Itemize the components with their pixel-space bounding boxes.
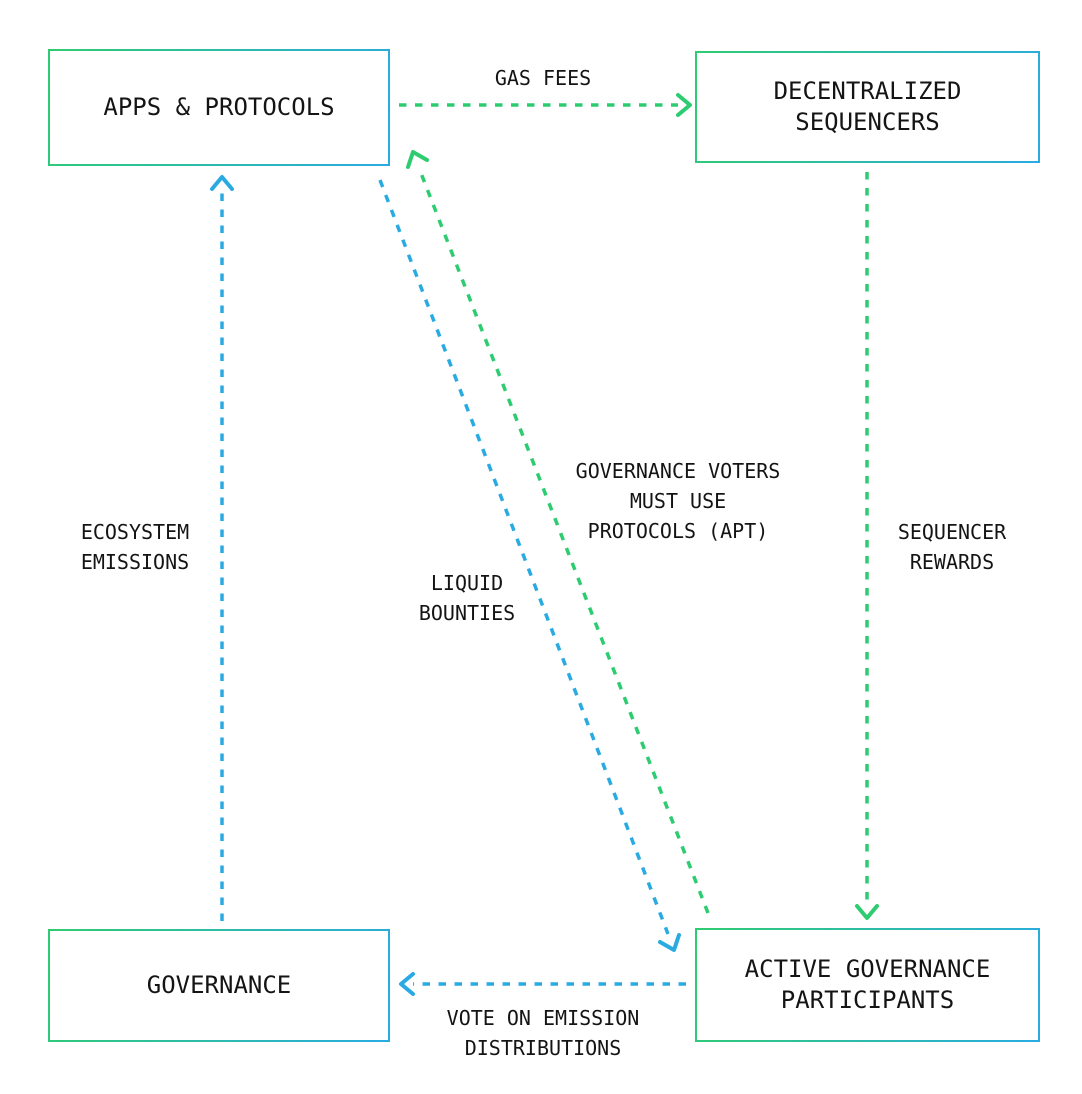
arrowhead-down-right-icon (658, 933, 681, 952)
edge-label-vote-on-emission: VOTE ON EMISSION DISTRIBUTIONS (446, 1006, 640, 1060)
arrowhead-up-left-icon (406, 150, 429, 169)
node-governance: GOVERNANCE (48, 929, 390, 1042)
arrowhead-left-icon (399, 972, 415, 996)
arrow-liquid-bounties (378, 179, 681, 952)
arrow-vote-on-emission (399, 972, 686, 996)
edge-label-gas-fees: GAS FEES (494, 66, 592, 90)
edge-label-liquid-bounties: LIQUID BOUNTIES (418, 571, 516, 625)
arrow-ecosystem-emissions (210, 175, 234, 921)
arrowhead-up-icon (210, 175, 234, 191)
edge-label-governance-voters: GOVERNANCE VOTERS MUST USE PROTOCOLS (AP… (575, 459, 781, 543)
arrow-gas-fees (399, 93, 692, 117)
node-apps-protocols: APPS & PROTOCOLS (48, 49, 390, 166)
node-decentralized-sequencers: DECENTRALIZED SEQUENCERS (695, 51, 1040, 163)
edge-label-ecosystem-emissions: ECOSYSTEM EMISSIONS (80, 520, 190, 574)
edge-label-sequencer-rewards: SEQUENCER REWARDS (897, 520, 1007, 574)
arrowhead-down-icon (855, 904, 879, 920)
arrow-sequencer-rewards (855, 172, 879, 920)
arrowhead-right-icon (676, 93, 692, 117)
node-active-governance-participants: ACTIVE GOVERNANCE PARTICIPANTS (695, 928, 1040, 1042)
